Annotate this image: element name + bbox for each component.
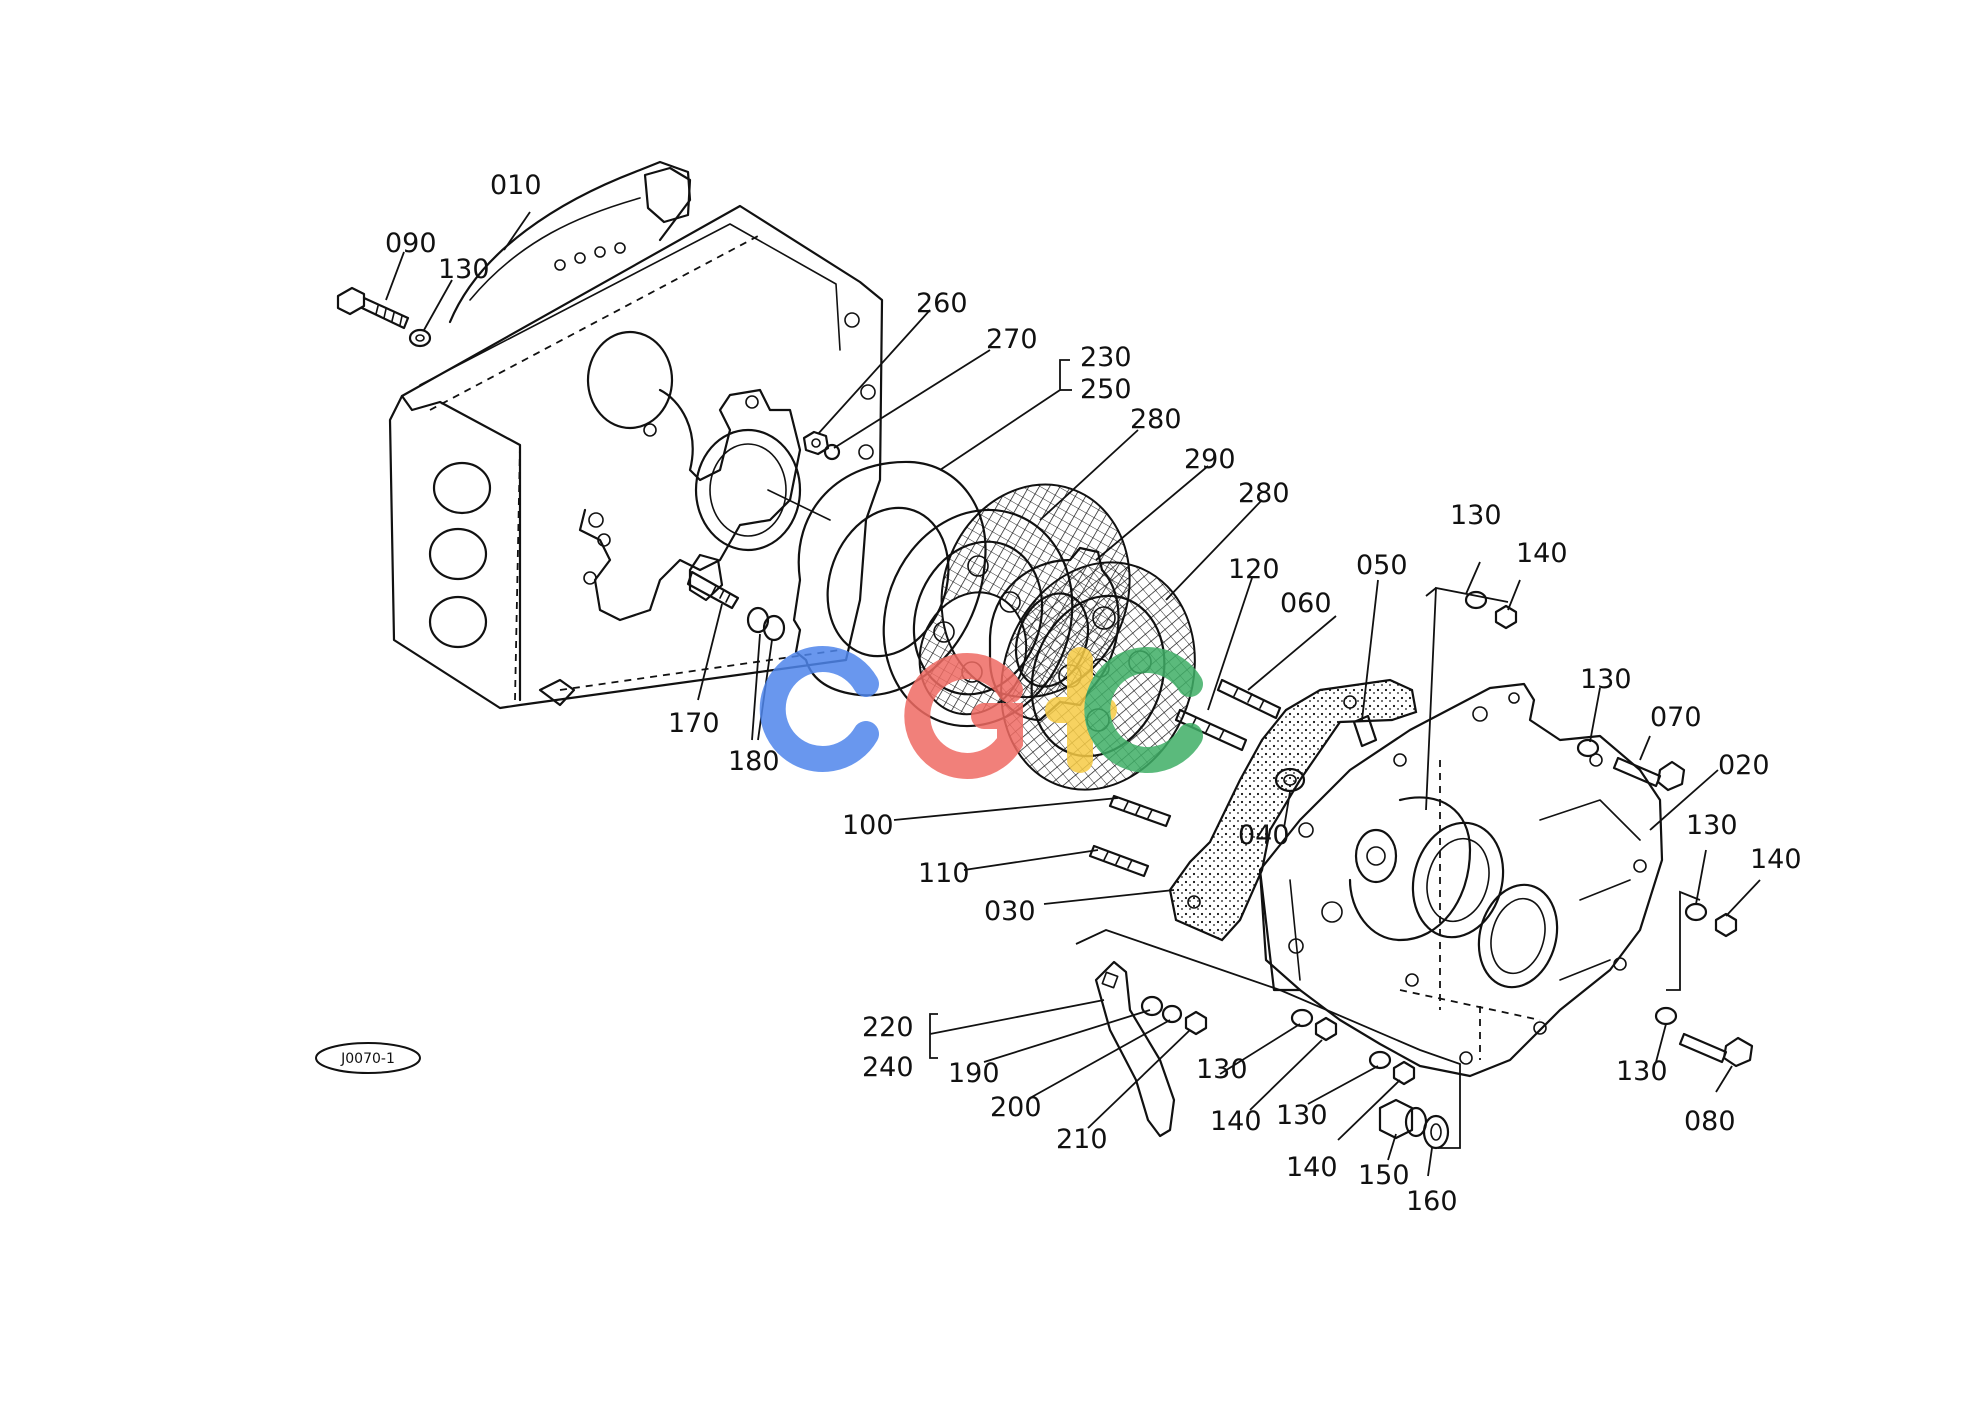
label-090: 090 [385, 228, 437, 259]
label-200: 200 [990, 1092, 1042, 1123]
label-290: 290 [1184, 444, 1236, 475]
label-250: 250 [1080, 374, 1132, 405]
label-140: 140 [1516, 538, 1568, 569]
label-280: 280 [1130, 404, 1182, 435]
label-130-d: 130 [1686, 810, 1738, 841]
drain-plug-part-150 [1378, 1098, 1428, 1140]
label-140-b: 140 [1750, 844, 1802, 875]
label-040: 040 [1238, 820, 1290, 851]
label-130-c: 130 [1580, 664, 1632, 695]
label-100: 100 [842, 810, 894, 841]
label-190: 190 [948, 1058, 1000, 1089]
stud-part-100 [1108, 794, 1172, 828]
label-010: 010 [490, 170, 542, 201]
part-number-labels: 010 090 130 260 270 230 250 280 290 280 … [385, 170, 1802, 1217]
label-130: 130 [438, 254, 490, 285]
label-220: 220 [862, 1012, 914, 1043]
label-280-second: 280 [1238, 478, 1290, 509]
dowel-pin-part-050 [1352, 714, 1378, 748]
drawing-code-badge: J0070-1 [315, 1042, 421, 1074]
stud-part-110 [1088, 844, 1150, 878]
label-070: 070 [1650, 702, 1702, 733]
bolt-part-070 [1612, 756, 1686, 792]
label-080: 080 [1684, 1106, 1736, 1137]
stud-part-060 [1216, 678, 1282, 720]
transmission-case-part-010 [388, 160, 884, 710]
washer-part-130 [408, 328, 432, 348]
gasket-washer-part-160 [1422, 1114, 1450, 1150]
label-270: 270 [986, 324, 1038, 355]
stud-part-170 [686, 570, 740, 610]
label-140-d: 140 [1286, 1152, 1338, 1183]
pin-part-270 [823, 443, 841, 461]
clutch-housing-part-020 [1258, 682, 1664, 1078]
label-110: 110 [918, 858, 970, 889]
label-240: 240 [862, 1052, 914, 1083]
washers-nuts-130-140-set [1290, 590, 1738, 1086]
lever-part-210 [1094, 960, 1176, 1138]
label-030: 030 [984, 896, 1036, 927]
label-060: 060 [1280, 588, 1332, 619]
label-140-c: 140 [1210, 1106, 1262, 1137]
drawing-code-text: J0070-1 [340, 1051, 395, 1067]
label-260: 260 [916, 288, 968, 319]
label-020: 020 [1718, 750, 1770, 781]
leader-lines [385, 211, 1761, 1177]
label-130-f: 130 [1276, 1100, 1328, 1131]
label-130-e: 130 [1196, 1054, 1248, 1085]
bolt-part-080 [1678, 1032, 1754, 1068]
gasket-part-030 [1168, 678, 1418, 942]
cgc-watermark-logo [759, 646, 1203, 779]
nut-part-260 [802, 430, 830, 456]
label-180: 180 [728, 746, 780, 777]
label-120: 120 [1228, 554, 1280, 585]
label-160: 160 [1406, 1186, 1458, 1217]
label-130-b: 130 [1450, 500, 1502, 531]
o-rings-part-180 [746, 606, 786, 642]
oil-seal-part-040 [1274, 767, 1306, 793]
label-050: 050 [1356, 550, 1408, 581]
label-230: 230 [1080, 342, 1132, 373]
washers-nuts-part-190-200 [1140, 995, 1208, 1036]
label-210: 210 [1056, 1124, 1108, 1155]
label-150: 150 [1358, 1160, 1410, 1191]
label-170: 170 [668, 708, 720, 739]
bolt-part-090 [336, 286, 410, 330]
label-130-g: 130 [1616, 1056, 1668, 1087]
